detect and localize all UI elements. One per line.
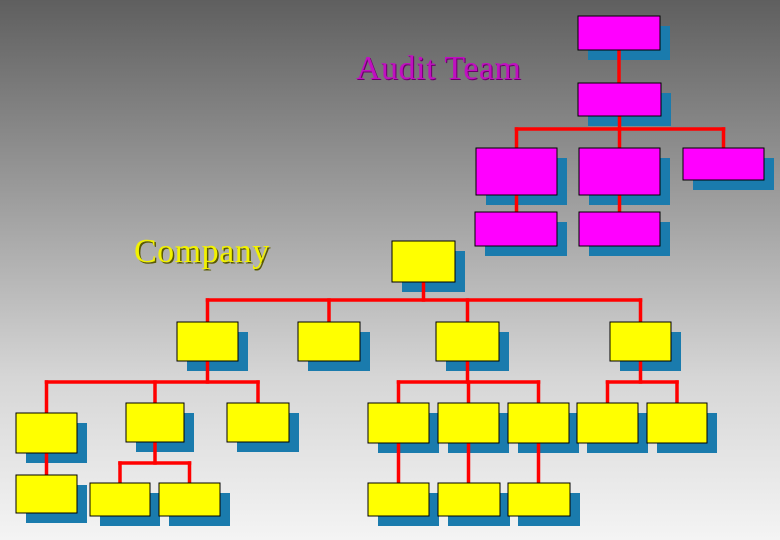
company-org-box <box>15 474 78 514</box>
company-org-box <box>437 402 500 444</box>
company-org-box <box>507 402 570 444</box>
audit-team-org-box <box>474 211 558 247</box>
company-org-box <box>297 321 361 362</box>
company-org-box <box>176 321 239 362</box>
company-org-box <box>367 482 430 517</box>
company-org-box <box>367 402 430 444</box>
audit-team-label: Audit Team <box>356 50 522 87</box>
company-org-box <box>435 321 500 362</box>
company-org-box <box>391 240 456 283</box>
audit-team-org-box <box>682 147 765 181</box>
audit-team-org-box <box>577 82 662 117</box>
company-org-box <box>15 412 78 454</box>
company-org-box <box>226 402 290 443</box>
company-org-box <box>576 402 639 444</box>
company-org-box <box>609 321 672 362</box>
company-org-box <box>89 482 151 517</box>
company-org-box <box>507 482 571 517</box>
company-org-box <box>646 402 708 444</box>
audit-team-org-box <box>577 15 661 51</box>
company-org-box <box>125 402 185 443</box>
company-org-box <box>158 482 221 517</box>
company-label: Company <box>134 233 270 270</box>
company-org-box <box>437 482 501 517</box>
audit-team-org-box <box>578 211 661 247</box>
org-boxes <box>15 15 765 517</box>
audit-team-org-box <box>475 147 558 196</box>
audit-team-org-box <box>578 147 661 196</box>
connector-lines <box>44 48 726 485</box>
